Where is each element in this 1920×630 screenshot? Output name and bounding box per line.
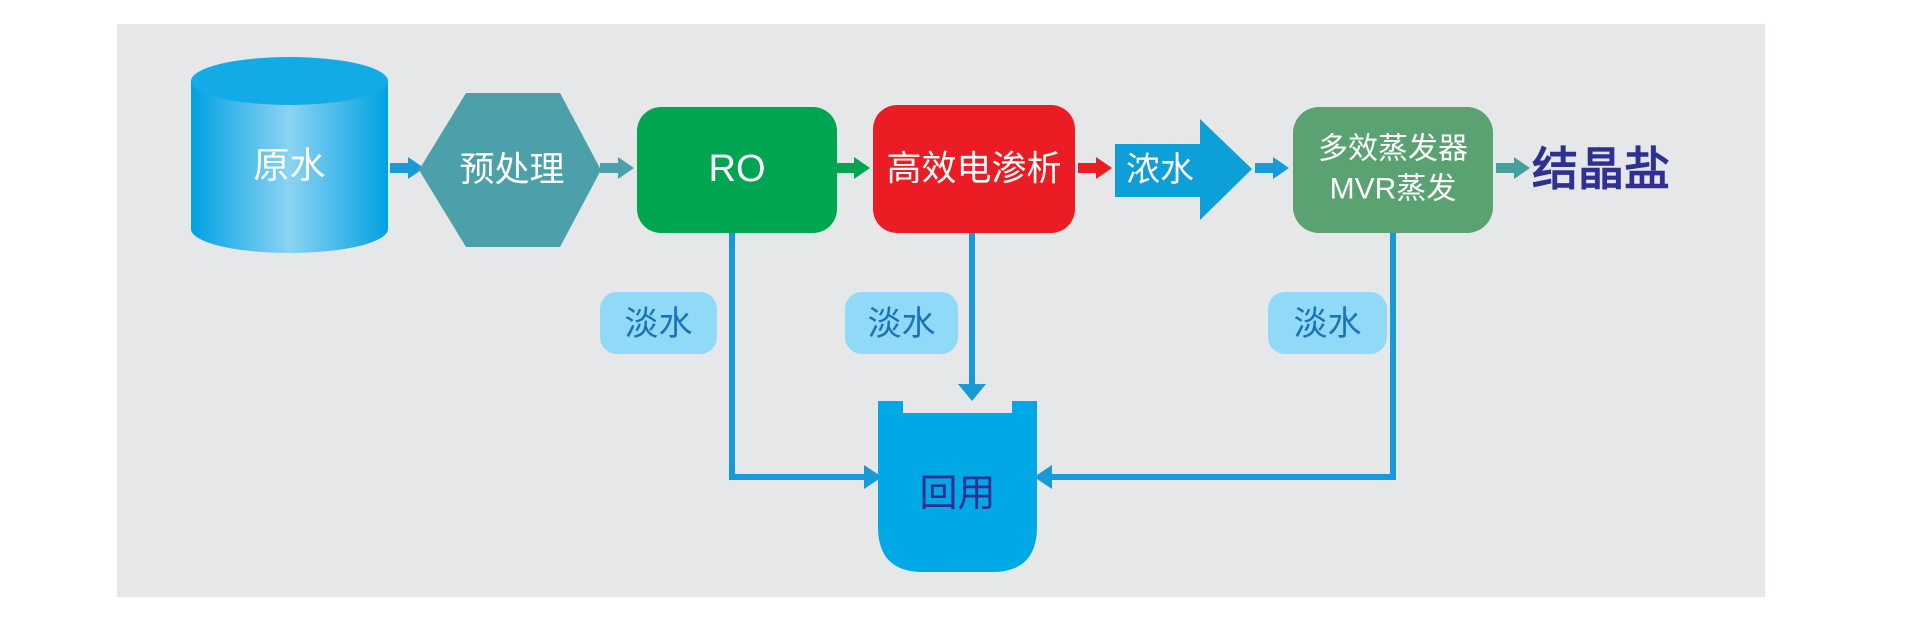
evaporator-label-line1: 多效蒸发器 xyxy=(1318,133,1468,166)
fresh-water-pill: 淡水 xyxy=(845,292,958,354)
fresh-water-label: 淡水 xyxy=(1294,305,1362,343)
evaporator-box xyxy=(1293,107,1493,233)
fresh-water-pill-bg xyxy=(845,292,958,354)
evaporator-label-line2: MVR蒸发 xyxy=(1330,173,1457,206)
arrow-electrodialysis-to-concentrate-icon xyxy=(1078,157,1112,179)
electrodialysis-label: 高效电渗析 xyxy=(886,150,1061,189)
ro-box xyxy=(637,107,837,233)
raw-water-node: 原水 xyxy=(191,57,388,253)
reuse-node: 回用 xyxy=(878,401,1037,572)
fresh-water-pill: 淡水 xyxy=(1268,292,1387,354)
crystal-salt-label: 结晶盐 xyxy=(1532,143,1670,195)
electrodialysis-node: 高效电渗析 xyxy=(873,105,1075,233)
ro-label: RO xyxy=(709,148,766,190)
fresh-water-pill-bg xyxy=(1268,292,1387,354)
fresh-water-label: 淡水 xyxy=(625,305,693,343)
connector-electrodialysis-arrowhead-icon xyxy=(958,384,986,401)
arrow-evaporator-to-salt-icon xyxy=(1496,157,1530,179)
pretreatment-hexagon xyxy=(419,93,601,247)
raw-water-label: 原水 xyxy=(253,145,325,186)
fresh-water-pill: 淡水 xyxy=(600,292,717,354)
fresh-water-pill-bg xyxy=(600,292,717,354)
ro-node: RO xyxy=(637,107,837,233)
connector-evaporator-arrowhead-icon xyxy=(1034,465,1052,489)
raw-water-cylinder-body xyxy=(191,81,388,253)
connector-ro-to-reuse xyxy=(729,233,864,480)
connector-ro-arrowhead-icon xyxy=(864,465,882,489)
pretreatment-node: 预处理 xyxy=(419,93,601,247)
connectors xyxy=(729,233,1396,489)
electrodialysis-box xyxy=(873,105,1075,233)
concentrate-block-arrow xyxy=(1115,119,1252,220)
pretreatment-label: 预处理 xyxy=(459,151,564,190)
concentrate-label: 浓水 xyxy=(1126,151,1194,189)
arrow-raw-to-pretreatment-icon xyxy=(390,157,424,179)
connector-evaporator-to-reuse xyxy=(1052,233,1396,480)
reuse-tank xyxy=(878,401,1037,572)
fresh-water-label: 淡水 xyxy=(868,305,936,343)
raw-water-cylinder-top xyxy=(191,57,388,105)
arrow-ro-to-electrodialysis-icon xyxy=(836,157,870,179)
concentrate-node: 浓水 xyxy=(1115,119,1252,220)
reuse-label: 回用 xyxy=(919,473,995,515)
arrow-concentrate-to-evaporator-icon xyxy=(1255,157,1289,179)
arrow-pretreatment-to-ro-icon xyxy=(600,157,634,179)
evaporator-node: 多效蒸发器 MVR蒸发 xyxy=(1293,107,1493,233)
